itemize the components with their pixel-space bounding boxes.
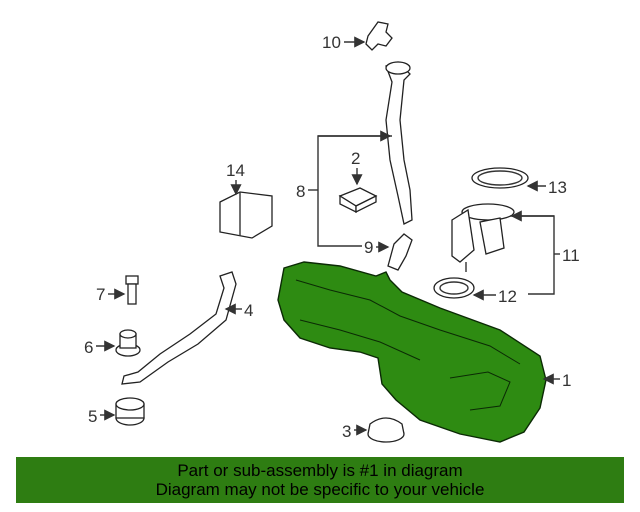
banner-line-1: Part or sub-assembly is #1 in diagram <box>177 461 463 480</box>
callout-7[interactable]: 7 <box>96 285 105 304</box>
callout-6[interactable]: 6 <box>84 338 93 357</box>
callout-14[interactable]: 14 <box>226 161 245 180</box>
callout-2[interactable]: 2 <box>351 149 360 168</box>
info-banner: Part or sub-assembly is #1 in diagram Di… <box>16 457 624 503</box>
callout-5[interactable]: 5 <box>88 407 97 426</box>
part-7-bolt[interactable] <box>125 275 139 305</box>
part-8-filler-neck[interactable] <box>385 61 413 225</box>
callout-4[interactable]: 4 <box>244 301 253 320</box>
callout-8[interactable]: 8 <box>296 182 305 201</box>
part-14-module[interactable] <box>219 191 273 239</box>
callout-11[interactable]: 11 <box>562 246 580 265</box>
part-5-plug[interactable] <box>115 397 145 426</box>
callout-10[interactable]: 10 <box>322 33 341 52</box>
parts-diagram: 10 8 9 2 14 13 11 <box>84 21 580 443</box>
part-13-seal-ring[interactable] <box>471 167 529 189</box>
part-12-gasket[interactable] <box>433 277 475 299</box>
part-11-fuel-pump[interactable] <box>451 203 515 272</box>
callout-9[interactable]: 9 <box>364 238 373 257</box>
part-10-filler-cap[interactable] <box>365 21 393 51</box>
part-2-pad[interactable] <box>338 187 378 214</box>
part-4-strap[interactable] <box>121 271 237 385</box>
callout-13[interactable]: 13 <box>548 178 567 197</box>
banner-line-2: Diagram may not be specific to your vehi… <box>155 480 485 499</box>
part-9-hose[interactable] <box>387 233 413 271</box>
callout-3[interactable]: 3 <box>342 422 351 441</box>
callout-1[interactable]: 1 <box>562 371 571 390</box>
part-1-fuel-tank[interactable] <box>277 261 547 443</box>
callout-12[interactable]: 12 <box>498 287 517 306</box>
part-6-grommet[interactable] <box>115 329 141 357</box>
part-3-cap[interactable] <box>367 417 405 443</box>
